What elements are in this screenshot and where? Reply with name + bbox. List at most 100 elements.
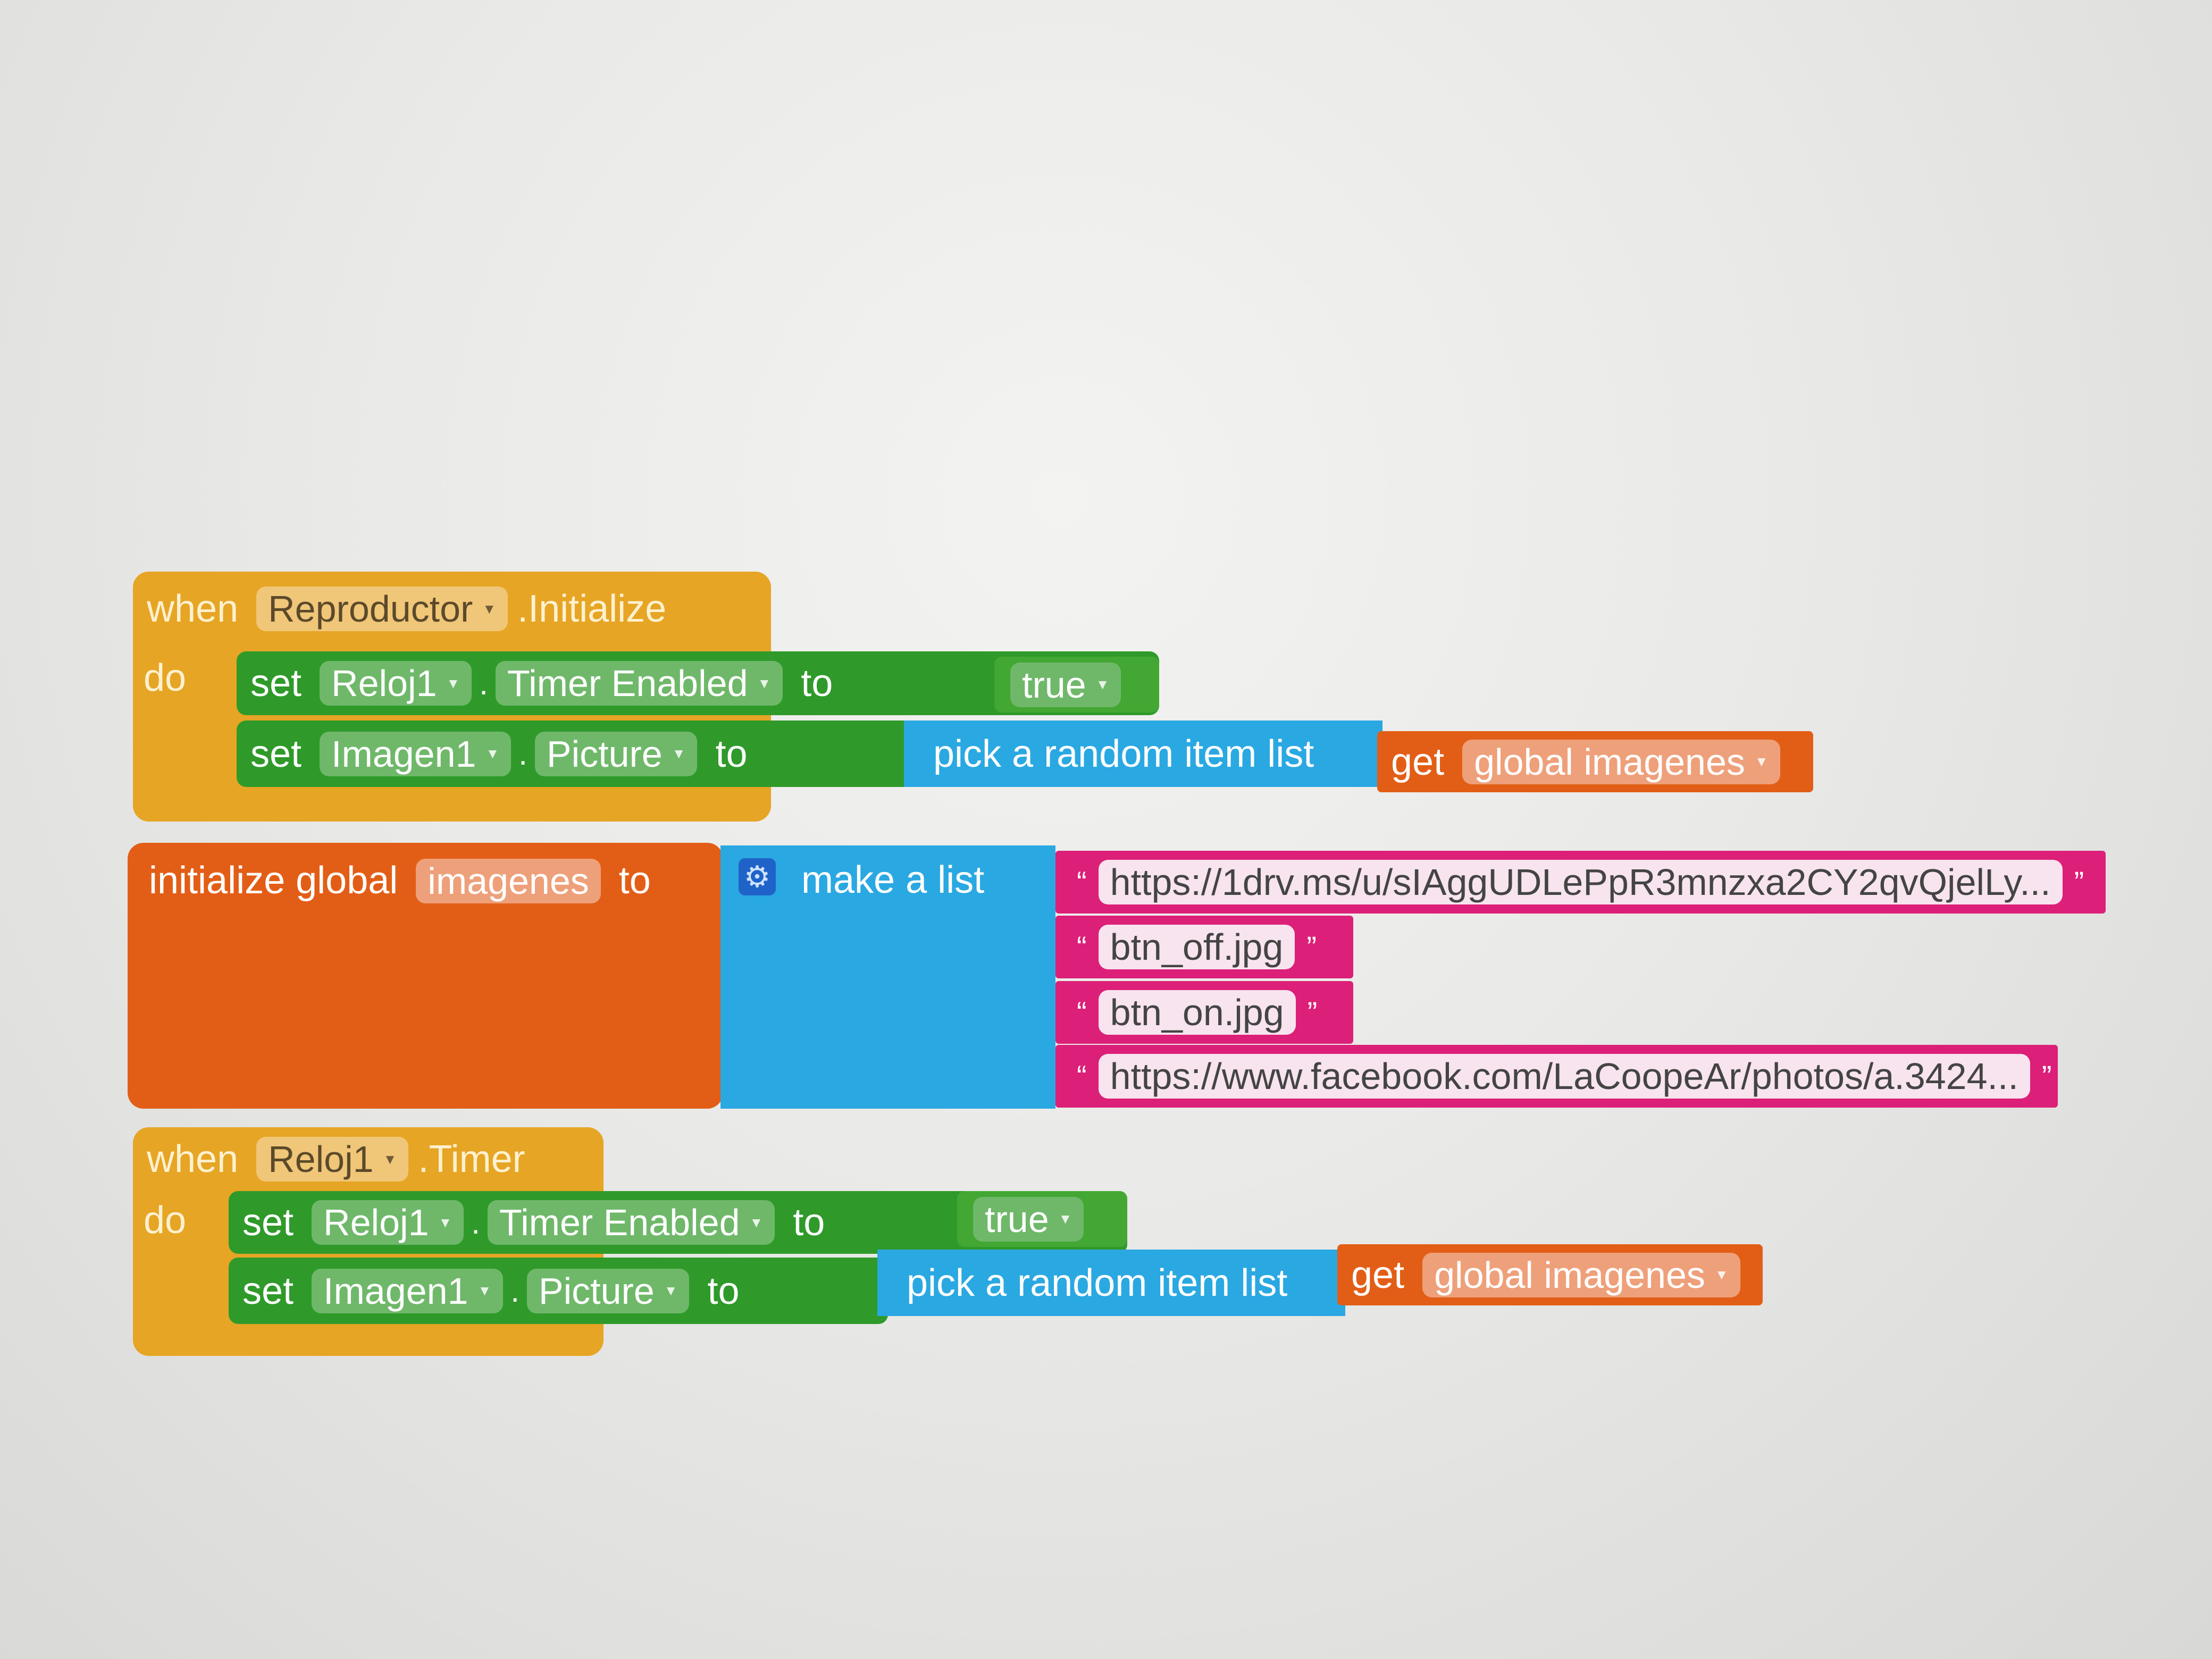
pick-random-label: pick a random item list bbox=[907, 1261, 1288, 1304]
component-name: Reloj1 bbox=[331, 663, 437, 704]
component-dropdown[interactable]: Reloj1 ▼ bbox=[256, 1137, 409, 1182]
quote-close: ” bbox=[2074, 865, 2084, 899]
boolean-value: true bbox=[1022, 664, 1086, 706]
dropdown-arrow-icon: ▼ bbox=[485, 745, 500, 761]
dropdown-arrow-icon: ▼ bbox=[1714, 1267, 1729, 1283]
to-keyword: to bbox=[618, 859, 651, 902]
get-variable-block[interactable]: get global imagenes ▼ bbox=[1377, 731, 1813, 792]
component-dropdown[interactable]: Reloj1 ▼ bbox=[312, 1200, 464, 1245]
dropdown-arrow-icon: ▼ bbox=[757, 675, 772, 691]
variable-dropdown[interactable]: global imagenes ▼ bbox=[1422, 1252, 1740, 1297]
property-dropdown[interactable]: Picture ▼ bbox=[526, 1268, 690, 1313]
event-name: .Initialize bbox=[517, 588, 667, 630]
component-dropdown[interactable]: Reproductor ▼ bbox=[256, 586, 508, 631]
dot-separator: . bbox=[510, 1273, 520, 1309]
property-dropdown[interactable]: Picture ▼ bbox=[534, 731, 698, 776]
text-value: btn_on.jpg bbox=[1110, 992, 1284, 1033]
get-keyword: get bbox=[1351, 1253, 1405, 1296]
dropdown-arrow-icon: ▼ bbox=[446, 675, 460, 691]
get-keyword: get bbox=[1391, 740, 1445, 783]
boolean-true-block[interactable]: true ▼ bbox=[957, 1191, 1127, 1247]
do-keyword: do bbox=[144, 657, 187, 699]
quote-close: ” bbox=[2041, 1059, 2052, 1093]
set-keyword: set bbox=[250, 662, 302, 705]
quote-open: “ bbox=[1077, 995, 1087, 1029]
variable-name: imagenes bbox=[428, 860, 589, 902]
event-name: .Timer bbox=[418, 1138, 525, 1180]
when-keyword: when bbox=[147, 588, 239, 630]
component-dropdown[interactable]: Reloj1 ▼ bbox=[320, 661, 472, 706]
component-dropdown[interactable]: Imagen1 ▼ bbox=[312, 1268, 504, 1313]
boolean-true-block[interactable]: true ▼ bbox=[994, 657, 1159, 713]
dot-separator: . bbox=[518, 736, 527, 772]
initialize-global-label: initialize global bbox=[149, 859, 398, 902]
set-keyword: set bbox=[250, 732, 302, 775]
dropdown-arrow-icon: ▼ bbox=[1058, 1211, 1073, 1227]
make-a-list-block[interactable]: ⚙ make a list bbox=[720, 845, 1055, 1109]
to-keyword: to bbox=[715, 732, 748, 775]
component-name: Reloj1 bbox=[323, 1202, 429, 1243]
get-variable-block[interactable]: get global imagenes ▼ bbox=[1337, 1244, 1763, 1305]
dropdown-arrow-icon: ▼ bbox=[664, 1283, 678, 1298]
property-name: Picture bbox=[538, 1270, 655, 1312]
text-field[interactable]: https://www.facebook.com/LaCoopeAr/photo… bbox=[1098, 1054, 2030, 1099]
text-string-block[interactable]: “ https://1drv.ms/u/sIAggUDLePpR3mnzxa2C… bbox=[1055, 851, 2106, 914]
text-string-block[interactable]: “ https://www.facebook.com/LaCoopeAr/pho… bbox=[1055, 1045, 2058, 1108]
variable-dropdown[interactable]: global imagenes ▼ bbox=[1462, 739, 1780, 784]
dropdown-arrow-icon: ▼ bbox=[438, 1214, 453, 1230]
gear-icon[interactable]: ⚙ bbox=[739, 858, 776, 895]
set-keyword: set bbox=[242, 1269, 294, 1312]
set-picture-block[interactable]: set Imagen1 ▼ . Picture ▼ to bbox=[237, 720, 917, 787]
component-name: Reloj1 bbox=[268, 1138, 374, 1180]
pick-random-item-block[interactable]: pick a random item list bbox=[877, 1250, 1345, 1316]
dropdown-arrow-icon: ▼ bbox=[672, 745, 686, 761]
text-field[interactable]: https://1drv.ms/u/sIAggUDLePpR3mnzxa2CY2… bbox=[1098, 860, 2063, 904]
text-string-block[interactable]: “ btn_on.jpg ” bbox=[1055, 981, 1353, 1044]
variable-name-field[interactable]: imagenes bbox=[416, 859, 601, 903]
boolean-value: true bbox=[985, 1198, 1049, 1240]
boolean-dropdown[interactable]: true ▼ bbox=[1010, 662, 1121, 707]
dropdown-arrow-icon: ▼ bbox=[1095, 676, 1110, 692]
dropdown-arrow-icon: ▼ bbox=[1754, 753, 1769, 769]
dropdown-arrow-icon: ▼ bbox=[383, 1151, 397, 1167]
pick-random-label: pick a random item list bbox=[933, 732, 1314, 775]
event-header[interactable]: when Reproductor ▼ .Initialize bbox=[133, 572, 771, 646]
text-field[interactable]: btn_off.jpg bbox=[1098, 925, 1295, 969]
property-dropdown[interactable]: Timer Enabled ▼ bbox=[495, 661, 783, 706]
text-value: https://1drv.ms/u/sIAggUDLePpR3mnzxa2CY2… bbox=[1110, 861, 2051, 903]
variable-name: global imagenes bbox=[1434, 1254, 1705, 1296]
initialize-global-frame[interactable]: initialize global imagenes to bbox=[128, 843, 723, 1109]
make-a-list-label: make a list bbox=[801, 859, 985, 901]
dot-separator: . bbox=[479, 665, 488, 701]
to-keyword: to bbox=[707, 1269, 740, 1312]
text-string-block[interactable]: “ btn_off.jpg ” bbox=[1055, 916, 1353, 978]
text-value: https://www.facebook.com/LaCoopeAr/photo… bbox=[1110, 1055, 2018, 1097]
dropdown-arrow-icon: ▼ bbox=[749, 1214, 764, 1230]
variable-name: global imagenes bbox=[1474, 741, 1745, 783]
dropdown-arrow-icon: ▼ bbox=[482, 600, 497, 617]
component-dropdown[interactable]: Imagen1 ▼ bbox=[320, 731, 512, 776]
boolean-dropdown[interactable]: true ▼ bbox=[973, 1196, 1084, 1242]
quote-close: ” bbox=[1307, 995, 1318, 1029]
when-keyword: when bbox=[147, 1138, 239, 1180]
component-name: Imagen1 bbox=[323, 1270, 468, 1312]
component-name: Reproductor bbox=[268, 588, 473, 630]
dropdown-arrow-icon: ▼ bbox=[477, 1283, 492, 1298]
dot-separator: . bbox=[471, 1204, 480, 1241]
property-name: Picture bbox=[546, 733, 663, 775]
quote-open: “ bbox=[1077, 1059, 1087, 1093]
text-value: btn_off.jpg bbox=[1110, 926, 1284, 968]
quote-open: “ bbox=[1077, 865, 1087, 899]
pick-random-item-block[interactable]: pick a random item list bbox=[904, 720, 1382, 787]
set-keyword: set bbox=[242, 1201, 294, 1244]
to-keyword: to bbox=[801, 662, 833, 705]
property-dropdown[interactable]: Timer Enabled ▼ bbox=[487, 1200, 775, 1245]
property-name: Timer Enabled bbox=[499, 1202, 740, 1243]
quote-open: “ bbox=[1077, 930, 1087, 963]
to-keyword: to bbox=[793, 1201, 825, 1244]
event-header[interactable]: when Reloj1 ▼ .Timer bbox=[133, 1127, 604, 1191]
text-field[interactable]: btn_on.jpg bbox=[1098, 990, 1296, 1035]
property-name: Timer Enabled bbox=[507, 663, 748, 704]
set-picture-block[interactable]: set Imagen1 ▼ . Picture ▼ to bbox=[229, 1258, 888, 1324]
